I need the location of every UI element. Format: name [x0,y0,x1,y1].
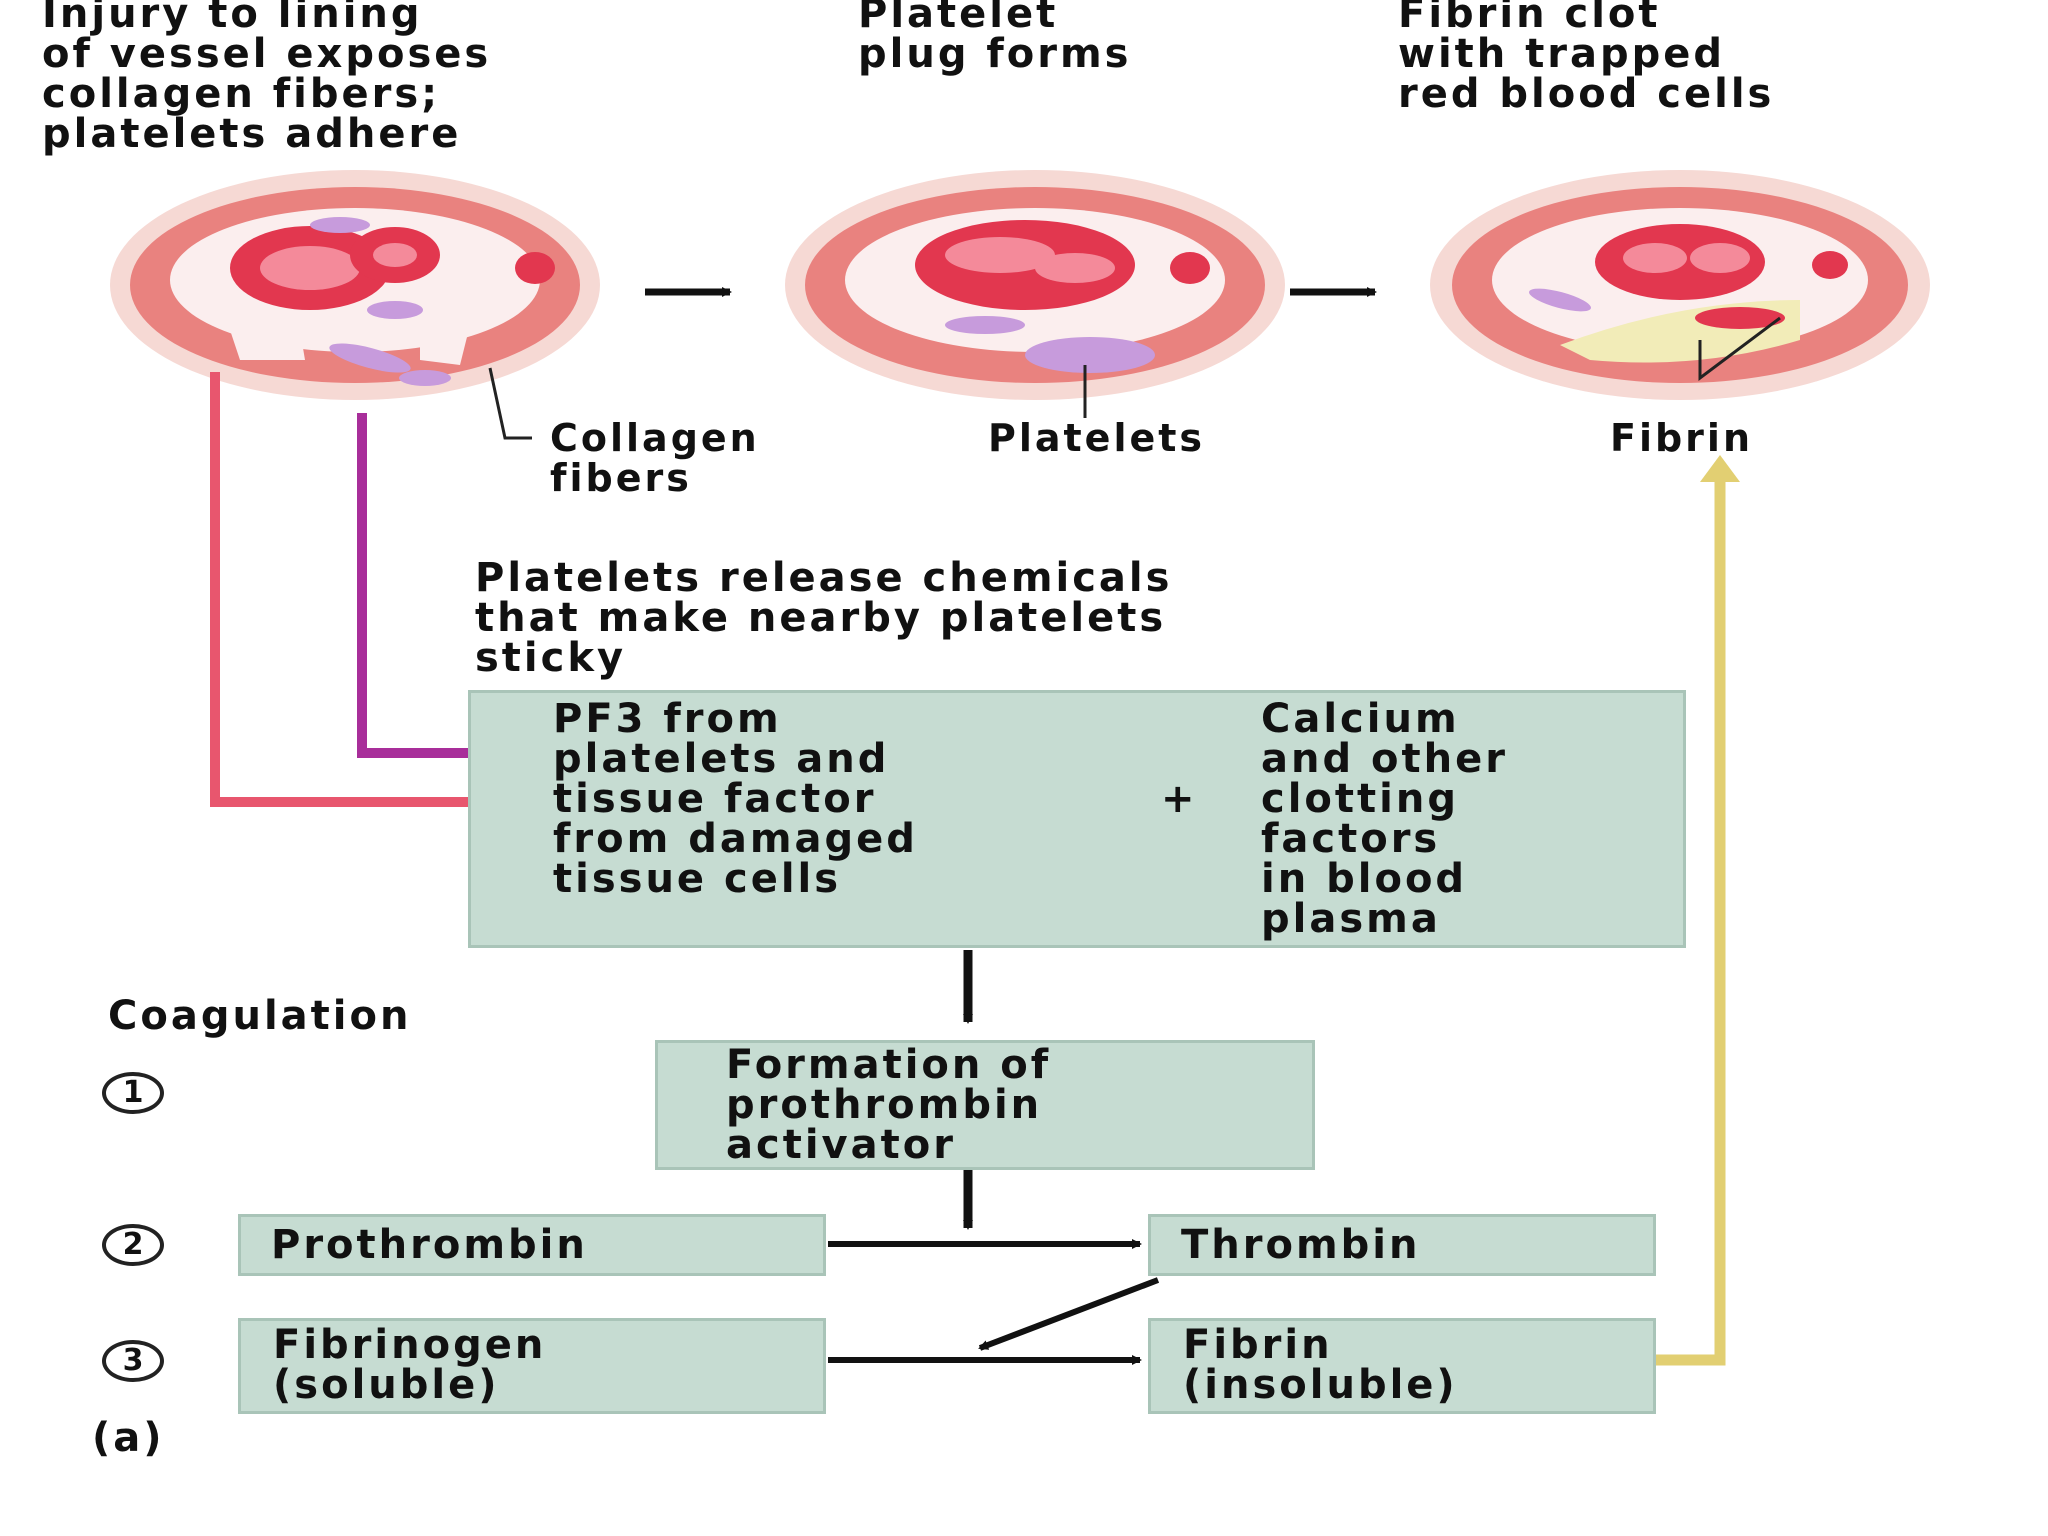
box-line: Calcium [1261,696,1460,742]
vessel-fibrin-clot-illustration [1430,170,1930,400]
heading-fibrin-clot: Fibrin clot with trapped red blood cells [1398,0,1774,114]
release-line: sticky [475,635,627,681]
leader-collagen [488,367,532,440]
box-prothrombin-text: Prothrombin [271,1222,588,1268]
box-line: tissue factor [553,776,877,822]
box-line: and other [1261,736,1508,782]
panel-label: (a) [92,1415,165,1461]
step-number-3: 3 [102,1340,164,1382]
box-activator-text: Formation of prothrombin activator [726,1045,1051,1165]
vessel-injury-illustration [110,170,600,400]
heading-line: Injury to lining [42,0,423,37]
label-fibrin: Fibrin [1610,416,1754,460]
plus-sign: + [1161,776,1198,822]
coagulation-label: Coagulation [108,993,412,1039]
box-line: tissue cells [553,856,842,902]
step-number-2: 2 [102,1224,164,1266]
box-line: from damaged [553,816,918,862]
box-line: clotting [1261,776,1459,822]
box-line: in blood [1261,856,1468,902]
box-prothrombin-activator: Formation of prothrombin activator [655,1040,1315,1170]
box-thrombin: Thrombin [1148,1214,1656,1276]
box-pf3-and-clotting-factors: PF3 from platelets and tissue factor fro… [468,690,1686,948]
arrow-fibrin-feedback-head [1700,455,1740,482]
release-line: that make nearby platelets [475,595,1167,641]
vessel-platelet-plug-illustration [785,170,1285,400]
box-thrombin-text: Thrombin [1181,1222,1421,1268]
heading-line: with trapped [1398,31,1726,77]
heading-line: collagen fibers; [42,71,441,117]
heading-line: red blood cells [1398,71,1775,117]
box-line: Fibrin [1183,1322,1333,1368]
box-pf3-left-text: PF3 from platelets and tissue factor fro… [553,699,918,899]
box-fibrin-text: Fibrin (insoluble) [1183,1325,1458,1405]
box-line: (soluble) [273,1362,500,1408]
box-line: Formation of [726,1042,1052,1088]
heading-injury: Injury to lining of vessel exposes colla… [42,0,491,154]
box-fibrinogen: Fibrinogen (soluble) [238,1318,826,1414]
box-line: Fibrinogen [273,1322,547,1368]
step-number-1: 1 [102,1072,164,1114]
box-line: plasma [1261,896,1441,942]
box-line: activator [726,1122,956,1168]
box-line: platelets and [553,736,890,782]
release-line: Platelets release chemicals [475,555,1173,601]
heading-line: Platelet [858,0,1059,37]
arrow-tissue-factor [210,372,508,807]
heading-line: platelets adhere [42,111,462,157]
arrow-fibrin-feedback [1656,480,1726,1366]
box-line: (insoluble) [1183,1362,1458,1408]
label-platelets: Platelets [988,416,1206,460]
box-line: PF3 from [553,696,782,742]
box-line: factors [1261,816,1441,862]
box-pf3-right-text: Calcium and other clotting factors in bl… [1261,699,1508,939]
box-line: prothrombin [726,1082,1043,1128]
label-collagen-fibers: Collagen fibers [550,418,760,498]
arrow-thrombin-to-fibrinogen [978,1277,1160,1351]
label-line: fibers [550,456,692,500]
heading-line: Fibrin clot [1398,0,1661,37]
arrow-pf3 [357,413,480,758]
label-line: Collagen [550,416,760,460]
heading-line: plug forms [858,31,1132,77]
leader-fibrin [1698,316,1781,381]
heading-line: of vessel exposes [42,31,492,77]
box-fibrinogen-text: Fibrinogen (soluble) [273,1325,546,1405]
box-prothrombin: Prothrombin [238,1214,826,1276]
platelets-release-text: Platelets release chemicals that make ne… [475,558,1172,678]
heading-platelet-plug: Platelet plug forms [858,0,1131,74]
box-fibrin: Fibrin (insoluble) [1148,1318,1656,1414]
